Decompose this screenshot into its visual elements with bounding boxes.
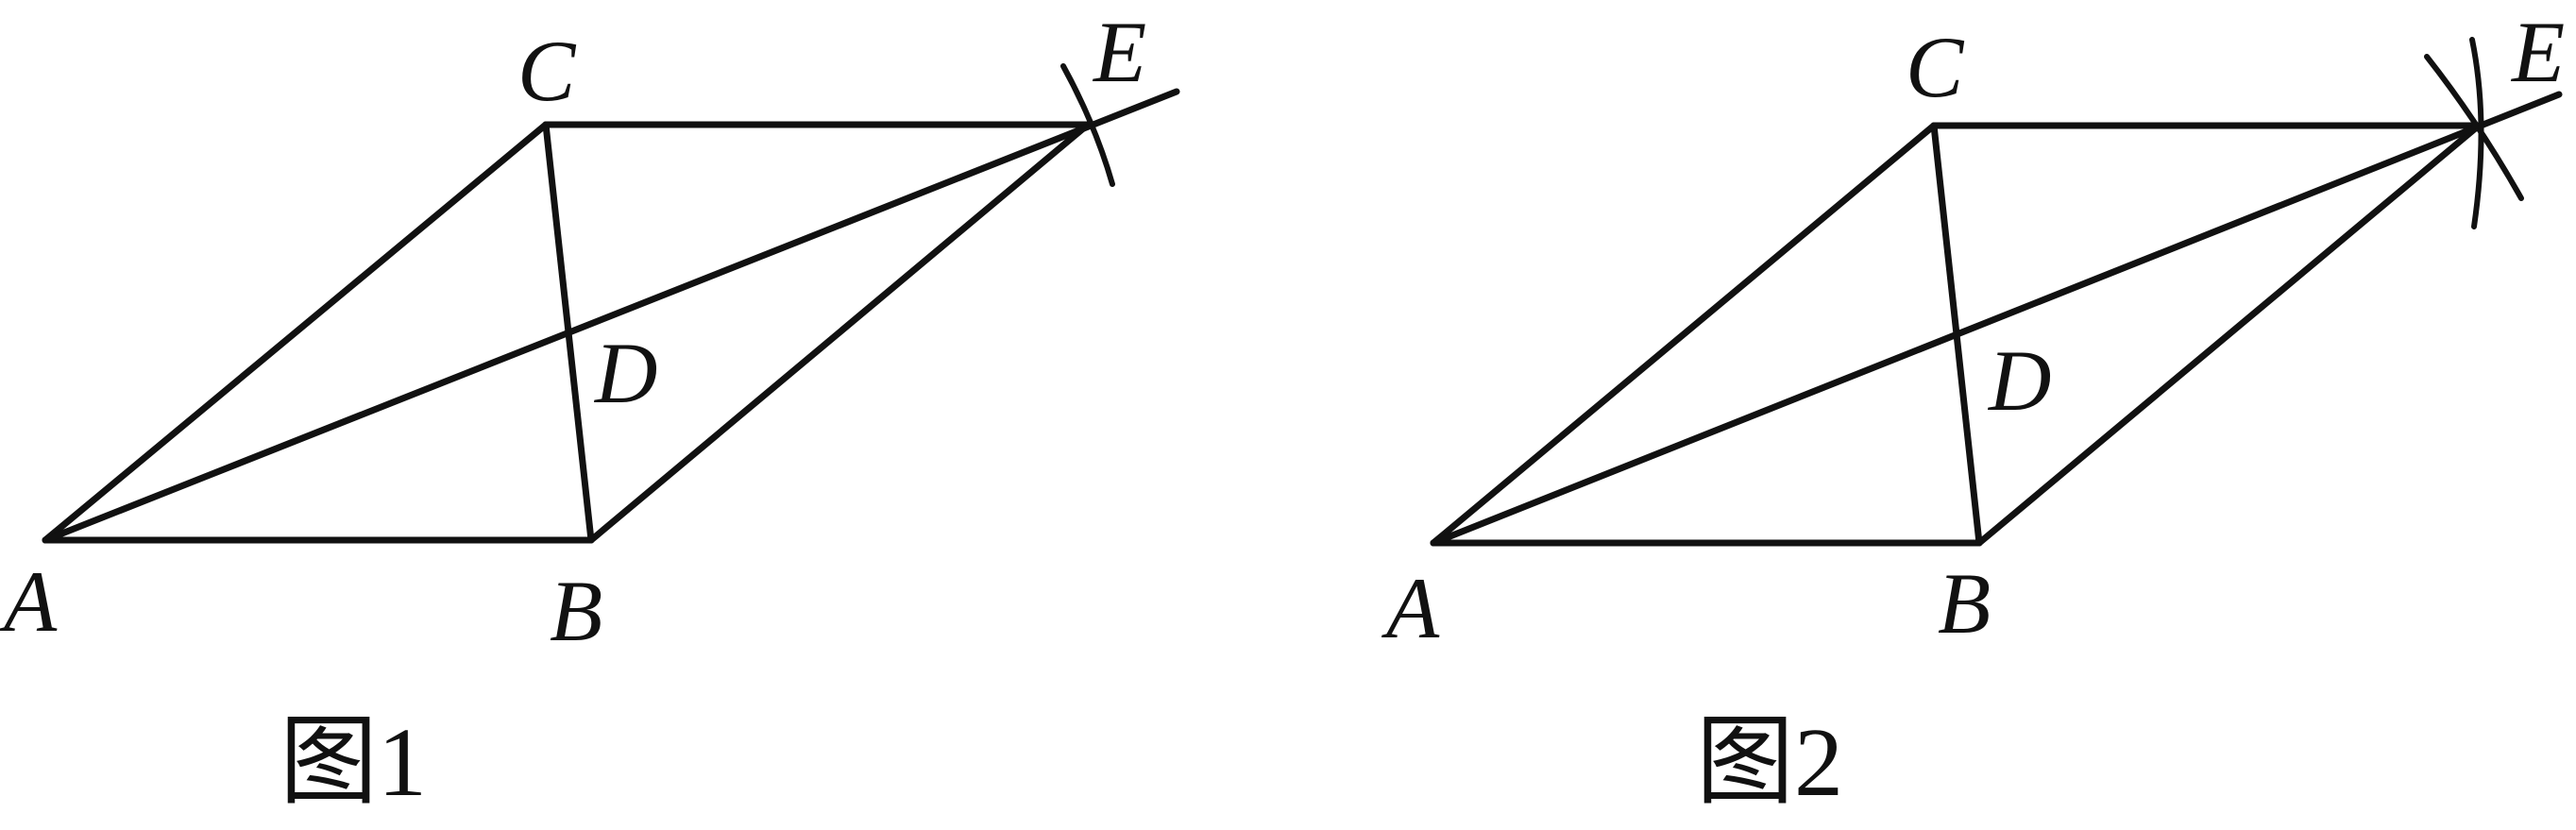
- construction-arc: [2469, 37, 2484, 229]
- figure-2: A B C D E 图2: [1381, 4, 2565, 817]
- point-label-A: A: [0, 553, 58, 650]
- figure-1: A B C D E 图1: [0, 4, 1180, 817]
- ray-AE: [42, 88, 1180, 544]
- point-label-D: D: [593, 325, 657, 421]
- point-label-E: E: [2510, 4, 2565, 100]
- point-label-C: C: [1906, 19, 1965, 115]
- segment-BE: [587, 121, 1092, 544]
- segment-BE: [1975, 122, 2483, 547]
- point-label-E: E: [1092, 4, 1146, 100]
- point-label-C: C: [517, 23, 577, 119]
- figure-caption: 图2: [1696, 708, 1843, 817]
- construction-arc: [2424, 54, 2524, 201]
- segment-AC: [1430, 122, 1938, 547]
- point-label-B: B: [550, 563, 602, 659]
- ray-AE: [1430, 91, 2563, 547]
- figure-caption: 图1: [280, 708, 427, 817]
- point-label-D: D: [1987, 332, 2051, 429]
- point-label-B: B: [1938, 555, 1991, 652]
- construction-arc: [1060, 63, 1115, 187]
- segment-AC: [42, 121, 550, 544]
- point-label-A: A: [1381, 560, 1440, 656]
